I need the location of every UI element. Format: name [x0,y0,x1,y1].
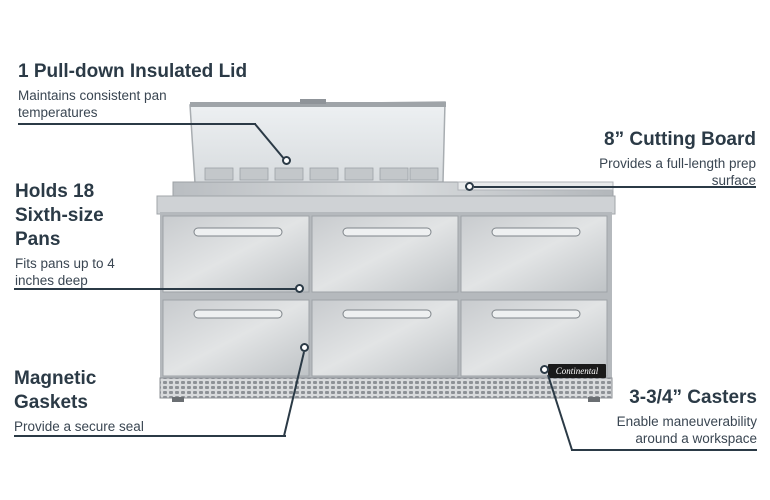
callout-casters-title: 3-3/4” Casters [629,387,757,408]
callout-gaskets-desc: Provide a secure seal [14,419,144,434]
casters [172,397,600,402]
drawers [162,215,608,377]
callout-casters: 3-3/4” Casters Enable maneuverability ar… [590,386,757,447]
callout-casters-desc: Enable maneuverability around a workspac… [616,414,757,446]
drawer [311,299,459,377]
callout-gaskets: Magnetic Gaskets Provide a secure seal [14,367,164,435]
callout-pans-title: Holds 18 Sixth-size Pans [15,181,104,250]
insulated-lid [189,99,446,184]
brand-label: Continental [548,364,606,378]
callout-lid-title: 1 Pull-down Insulated Lid [18,61,248,82]
callout-board-title: 8” Cutting Board [604,129,756,150]
drawer [460,299,608,377]
drawer [162,299,310,377]
callout-lid-desc: Maintains consistent pan temperatures [18,88,167,120]
drawer [460,215,608,293]
callout-board-desc: Provides a full-length prep surface [599,156,756,188]
callout-pans: Holds 18 Sixth-size Pans Fits pans up to… [15,180,135,289]
callout-lid: 1 Pull-down Insulated Lid Maintains cons… [18,60,268,121]
ventilation-grille [159,377,613,399]
callout-gaskets-title: Magnetic Gaskets [14,368,97,413]
callout-pans-desc: Fits pans up to 4 inches deep [15,256,115,288]
drawer [162,215,310,293]
callout-board: 8” Cutting Board Provides a full-length … [560,128,756,189]
drawer [311,215,459,293]
